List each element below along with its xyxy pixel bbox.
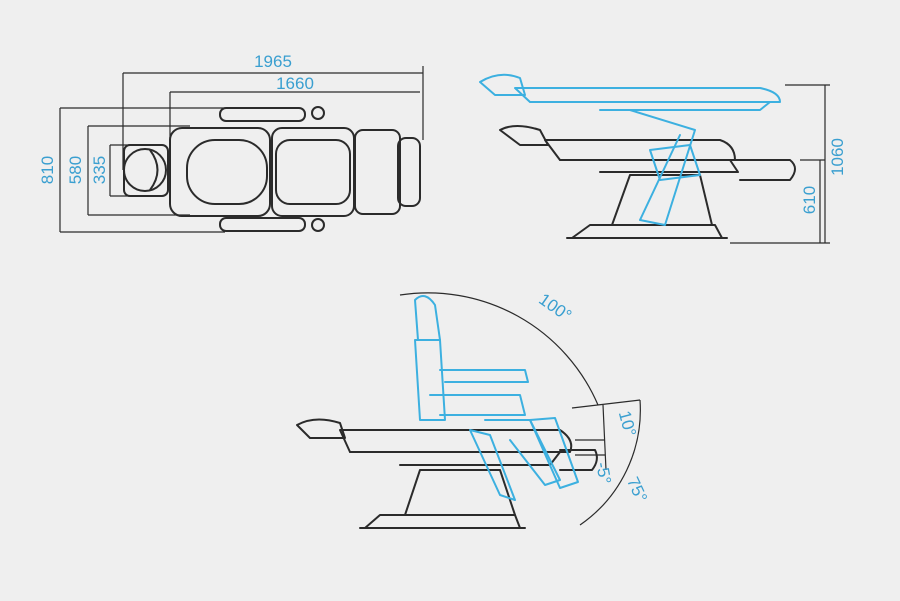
chair-side-raised	[479, 73, 781, 226]
dimension-lines-side	[730, 84, 830, 244]
angle-100: 100°	[535, 290, 575, 326]
dim-580: 580	[66, 156, 85, 184]
top-view: 1965 1660 810 580 335	[38, 52, 424, 233]
chair-reclined-flat	[296, 418, 598, 529]
recline-view: 100° 10° -5° 75°	[296, 290, 651, 529]
dim-810: 810	[38, 156, 57, 184]
dim-1965: 1965	[254, 52, 292, 71]
dim-1660: 1660	[276, 74, 314, 93]
angle-75: 75°	[623, 474, 651, 505]
dim-335: 335	[90, 156, 109, 184]
chair-top-outline	[123, 106, 421, 232]
angle-10: 10°	[615, 409, 640, 439]
chair-upright	[414, 295, 579, 501]
dimension-lines-top	[59, 66, 424, 233]
angle-arcs	[399, 292, 641, 526]
dim-610: 610	[800, 186, 819, 214]
angle-minus-5: -5°	[592, 461, 615, 486]
dim-1060: 1060	[828, 138, 847, 176]
side-view: 1060 610	[479, 73, 847, 244]
chair-side-lowered	[499, 125, 796, 239]
